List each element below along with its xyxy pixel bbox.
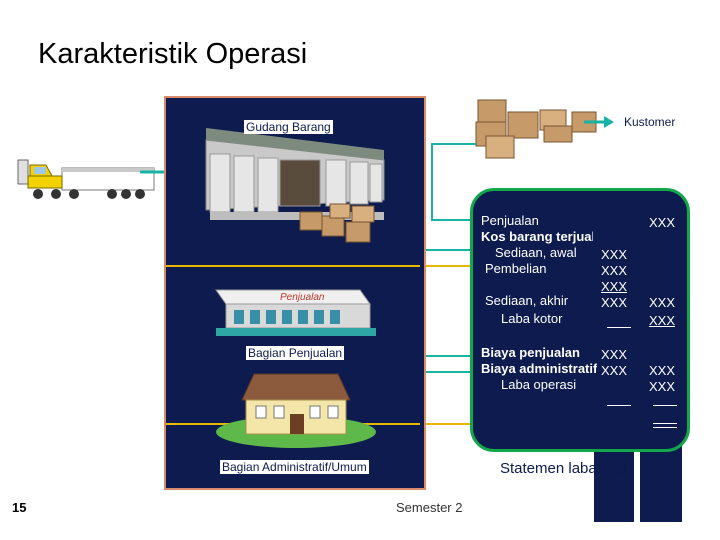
statement-value: XXX [601, 247, 628, 262]
statement-value: XXX [601, 363, 628, 378]
statement-value: XXX [601, 295, 628, 310]
statement-value: XXX [649, 313, 676, 328]
company-panel [164, 96, 426, 490]
statement-row-label: Sediaan, akhir [485, 293, 569, 308]
statement-row-label: Laba operasi [501, 377, 577, 392]
page-number: 15 [12, 500, 27, 515]
arrow-to-customer [584, 116, 614, 128]
semester-label: Semester 2 [396, 500, 463, 515]
statement-row-label: Laba kotor [501, 311, 563, 326]
statement-value: XXX [649, 363, 676, 378]
decor-bar [594, 440, 634, 522]
statement-row-label: Penjualan [481, 213, 539, 228]
income-statement: Penjualan XXX Kos barang terjual Sediaan… [470, 188, 690, 452]
statement-row-label: Biaya penjualan [481, 345, 580, 360]
statement-row-label: Kos barang terjual [481, 229, 593, 244]
underline-rule [653, 405, 677, 406]
statement-title: Statemen laba-rugi [500, 460, 627, 477]
customer-label: Kustomer [624, 115, 676, 129]
arrow-customer-statement [431, 143, 482, 221]
statement-row-label: Biaya administratif [481, 361, 597, 376]
underline-rule [607, 327, 631, 328]
statement-value: XXX [601, 347, 628, 362]
customer-boxes-icon [475, 99, 597, 159]
statement-value: XXX [649, 295, 676, 310]
statement-value: XXX [601, 279, 628, 294]
underline-rule [607, 405, 631, 406]
statement-value: XXX [649, 215, 676, 230]
page-title: Karakteristik Operasi [38, 38, 308, 70]
statement-value: XXX [601, 263, 628, 278]
truck-icon [17, 159, 155, 199]
statement-value: XXX [649, 379, 676, 394]
double-underline [653, 423, 677, 428]
decor-bar [640, 440, 682, 522]
statement-row-label: Sediaan, awal [495, 245, 577, 260]
statement-row-label: Pembelian [485, 261, 547, 276]
